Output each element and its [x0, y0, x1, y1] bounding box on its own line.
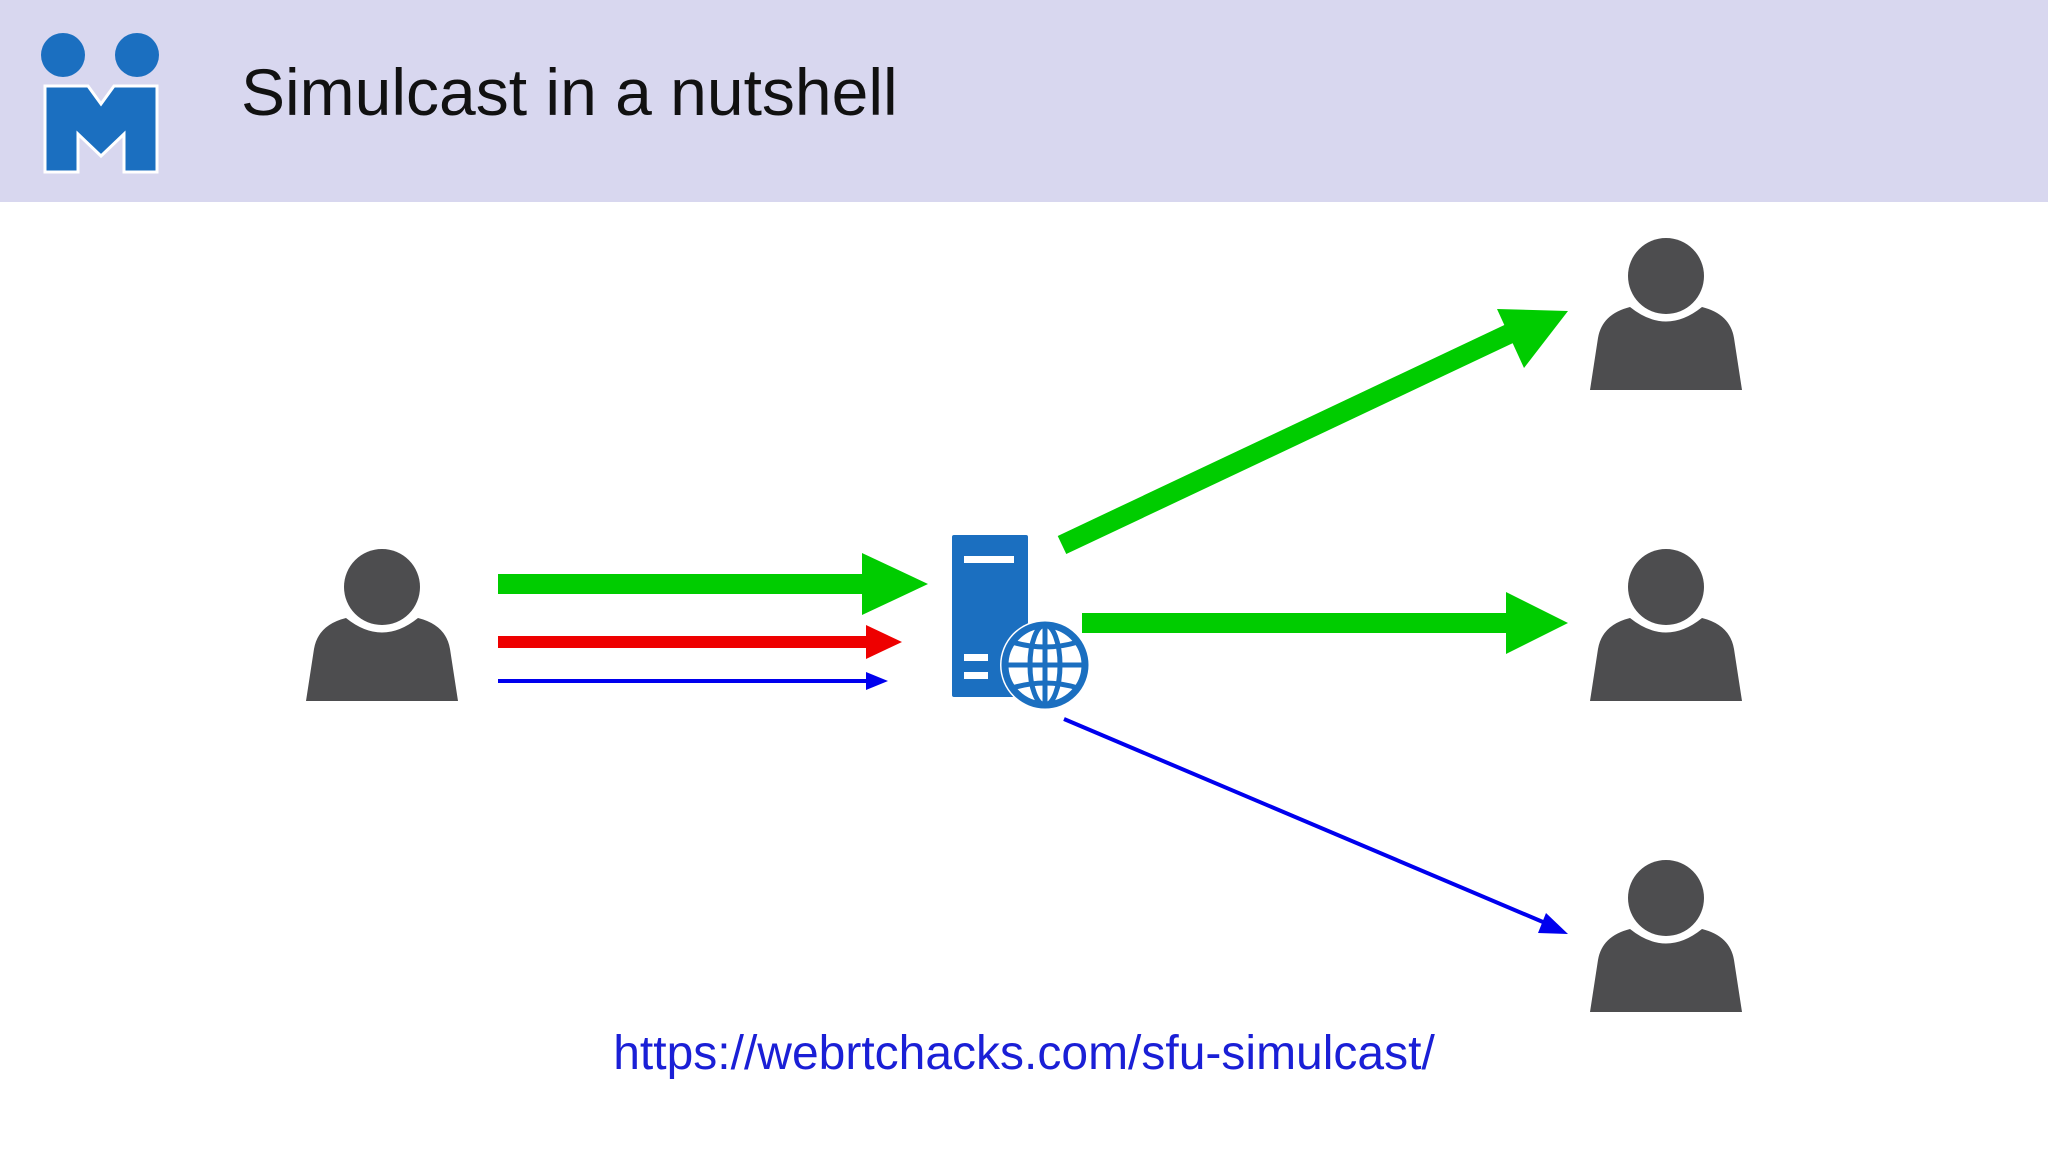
sender-user-icon: [306, 549, 458, 701]
stream-in-high: [498, 553, 928, 615]
meetecho-logo-icon: [41, 33, 159, 174]
header-bar: Simulcast in a nutshell: [0, 0, 2048, 202]
stream-in-medium: [498, 625, 902, 659]
stream-out-low-bottom: [1063, 717, 1568, 934]
receiver-middle-user-icon: [1590, 549, 1742, 701]
slide-title: Simulcast in a nutshell: [241, 55, 898, 129]
sfu-server-icon: [952, 535, 1090, 710]
receiver-bottom-user-icon: [1590, 860, 1742, 1012]
globe-icon: [1000, 620, 1090, 710]
stream-in-low: [498, 672, 888, 690]
reference-link[interactable]: https://webrtchacks.com/sfu-simulcast/: [613, 1027, 1435, 1080]
stream-out-high-middle: [1082, 592, 1568, 654]
receiver-top-user-icon: [1590, 238, 1742, 390]
stream-out-high-top: [1057, 309, 1568, 555]
